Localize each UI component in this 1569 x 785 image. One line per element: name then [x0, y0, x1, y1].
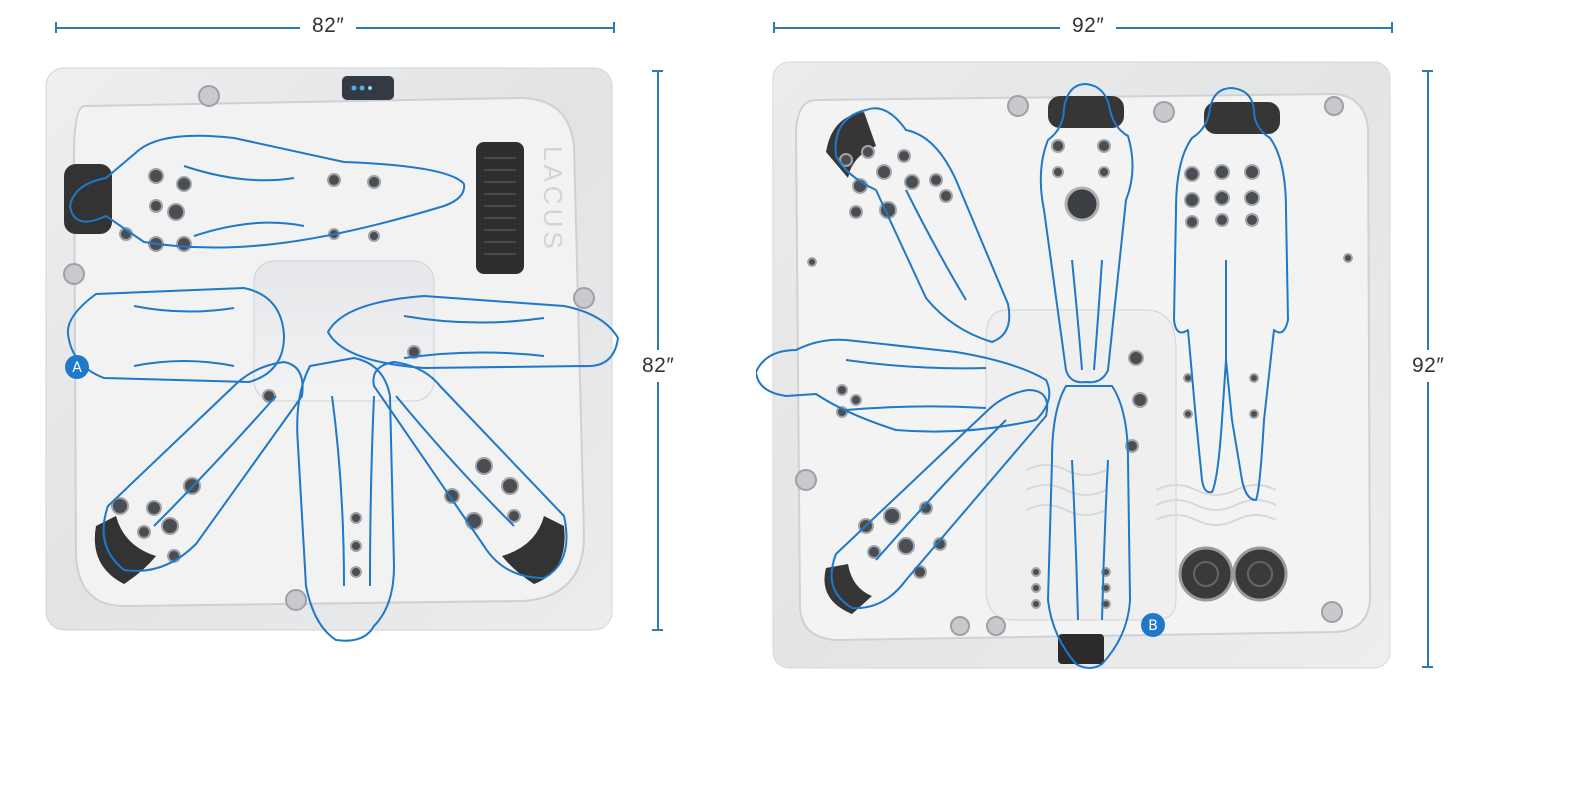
- tub-a-pillow-bottom-right: [502, 516, 565, 584]
- tub-b-occupant-bottom-center: [1047, 385, 1131, 669]
- tub-a-seat-marker-label: A: [72, 360, 82, 376]
- tub-a-brand-emboss: LACUS: [538, 146, 568, 253]
- tub-a-pillow-left: [64, 164, 112, 234]
- tub-a-occupant-lounger: [69, 134, 466, 249]
- width-dimension-tick-a-left: [55, 22, 57, 33]
- tub-b-occupant-top-center: [1039, 83, 1134, 384]
- tub-b-feature-jet: [1064, 186, 1100, 222]
- depth-dimension-tick-a-top: [652, 70, 663, 72]
- tub-b-seat-marker: B: [1141, 613, 1165, 637]
- tub-a-seat-marker: A: [65, 355, 89, 379]
- hot-tub-b-drawing: B: [756, 61, 1391, 669]
- tub-b-pump-right: [1232, 546, 1288, 602]
- tub-b-pump-left: [1178, 546, 1234, 602]
- tub-b-pillow-bottom-left: [824, 564, 872, 614]
- tub-b-pillow-top-center: [1048, 96, 1124, 128]
- tub-a-occupant-left: [66, 287, 285, 383]
- hot-tub-a-drawing: LACUS A: [45, 67, 619, 642]
- hot-tub-a-top-view: LACUS A: [44, 66, 624, 646]
- tub-a-occupant-right: [327, 295, 619, 369]
- tub-b-pillow-top-right: [1204, 102, 1280, 134]
- depth-dimension-tick-b-bottom: [1422, 666, 1433, 668]
- width-dimension-tick-b-left: [773, 22, 775, 33]
- depth-dimension-tick-b-top: [1422, 70, 1433, 72]
- hot-tub-b-top-view: B: [756, 60, 1396, 680]
- tub-a-footwell: [253, 260, 435, 402]
- width-dimension-tick-b-right: [1391, 22, 1393, 33]
- depth-dimension-tick-a-bottom: [652, 629, 663, 631]
- tub-a-pillow-bottom-left: [94, 516, 156, 584]
- tub-b-occupant-top-right: [1173, 87, 1289, 501]
- depth-label-a: 82″: [640, 350, 677, 382]
- tub-a-occupant-bottom-left: [102, 361, 304, 572]
- tub-b-seat-marker-label: B: [1148, 618, 1158, 634]
- width-dimension-tick-a-right: [613, 22, 615, 33]
- width-label-b: 92″: [1060, 14, 1117, 38]
- tub-a-occupant-bottom-center: [296, 357, 395, 642]
- tub-a-seat-outlines: [66, 134, 619, 642]
- tub-b-seat-outlines: [756, 83, 1289, 669]
- tub-a-occupant-bottom-right: [372, 361, 568, 579]
- width-label-a: 82″: [300, 14, 357, 38]
- tub-b-occupant-top-left: [834, 107, 1011, 343]
- depth-label-b: 92″: [1410, 350, 1447, 382]
- tub-b-occupant-bottom-left: [830, 389, 1049, 610]
